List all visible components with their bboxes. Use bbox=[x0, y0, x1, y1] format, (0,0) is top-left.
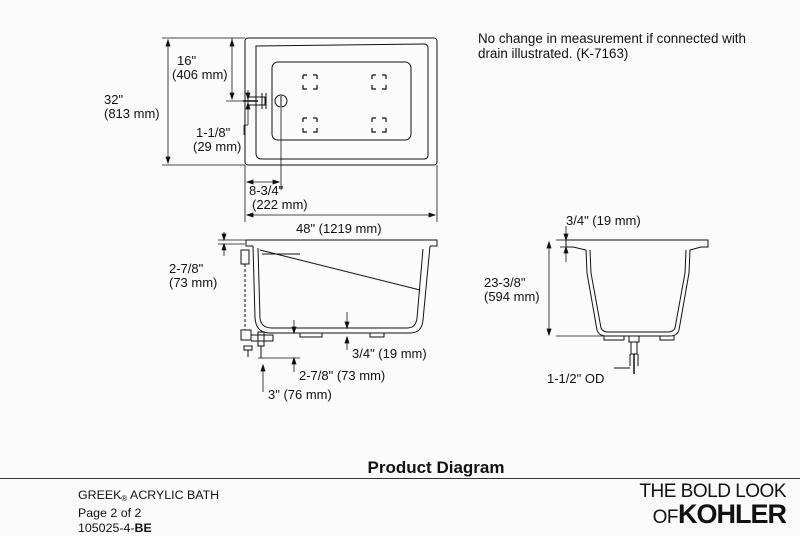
side-view-dimensions bbox=[218, 232, 350, 392]
drain-note-line2: drain illustrated. (K-7163) bbox=[478, 46, 629, 61]
brand-tagline: THE BOLD LOOK bbox=[639, 481, 786, 502]
product-type: ACRYLIC BATH bbox=[127, 488, 220, 502]
document-number: 105025-4-BE bbox=[78, 521, 219, 536]
top-view bbox=[243, 37, 438, 166]
page-title: Product Diagram bbox=[367, 458, 505, 477]
registered-mark: ® bbox=[121, 494, 128, 503]
footer-divider bbox=[0, 478, 800, 479]
dim-32-mm: (813 mm) bbox=[104, 106, 160, 121]
dim-48: 48" (1219 mm) bbox=[296, 221, 382, 236]
end-view-dimensions bbox=[546, 226, 604, 337]
kohler-logo: THE BOLD LOOK OFKOHLER bbox=[639, 481, 787, 529]
dimension-labels: 16" (406 mm) 32" (813 mm) 1-1/8" (29 mm)… bbox=[104, 53, 641, 402]
brand-of: OF bbox=[652, 507, 679, 528]
dim-3-4-end: 3/4" (19 mm) bbox=[566, 213, 641, 228]
dim-8-3-4-mm: (222 mm) bbox=[252, 197, 308, 212]
dim-3: 3" (76 mm) bbox=[268, 387, 332, 402]
doc-number-prefix: 105025-4- bbox=[78, 521, 135, 535]
doc-number-suffix: BE bbox=[134, 521, 152, 535]
dim-16-mm: (406 mm) bbox=[172, 67, 228, 82]
top-view-dimensions bbox=[162, 37, 438, 222]
product-name-line: GREEK® ACRYLIC BATH bbox=[78, 488, 219, 506]
dim-16: 16" bbox=[177, 53, 196, 68]
dim-2-7-8-a: 2-7/8" bbox=[169, 261, 204, 276]
side-view bbox=[240, 239, 438, 358]
dim-3-4-side: 3/4" (19 mm) bbox=[352, 346, 427, 361]
dim-1-1-8-mm: (29 mm) bbox=[193, 139, 241, 154]
dim-2-7-8-b: 2-7/8" (73 mm) bbox=[299, 368, 385, 383]
drain-note: No change in measurement if connected wi… bbox=[478, 31, 778, 61]
dim-23-3-8-mm: (594 mm) bbox=[484, 289, 540, 304]
product-info: GREEK® ACRYLIC BATH Page 2 of 2 105025-4… bbox=[78, 488, 219, 536]
dim-8-3-4: 8-3/4" bbox=[249, 183, 284, 198]
dim-2-7-8-a-mm: (73 mm) bbox=[169, 275, 217, 290]
brand-name: KOHLER bbox=[678, 499, 787, 529]
dim-32: 32" bbox=[104, 92, 123, 107]
product-name: GREEK bbox=[78, 488, 122, 502]
dim-1-1-8: 1-1/8" bbox=[196, 125, 231, 140]
dim-1-1-2-od: 1-1/2" OD bbox=[547, 371, 604, 386]
dim-23-3-8: 23-3/8" bbox=[484, 275, 526, 290]
end-view bbox=[565, 239, 709, 374]
drain-note-line1: No change in measurement if connected wi… bbox=[478, 31, 746, 46]
page-number: Page 2 of 2 bbox=[78, 506, 142, 520]
